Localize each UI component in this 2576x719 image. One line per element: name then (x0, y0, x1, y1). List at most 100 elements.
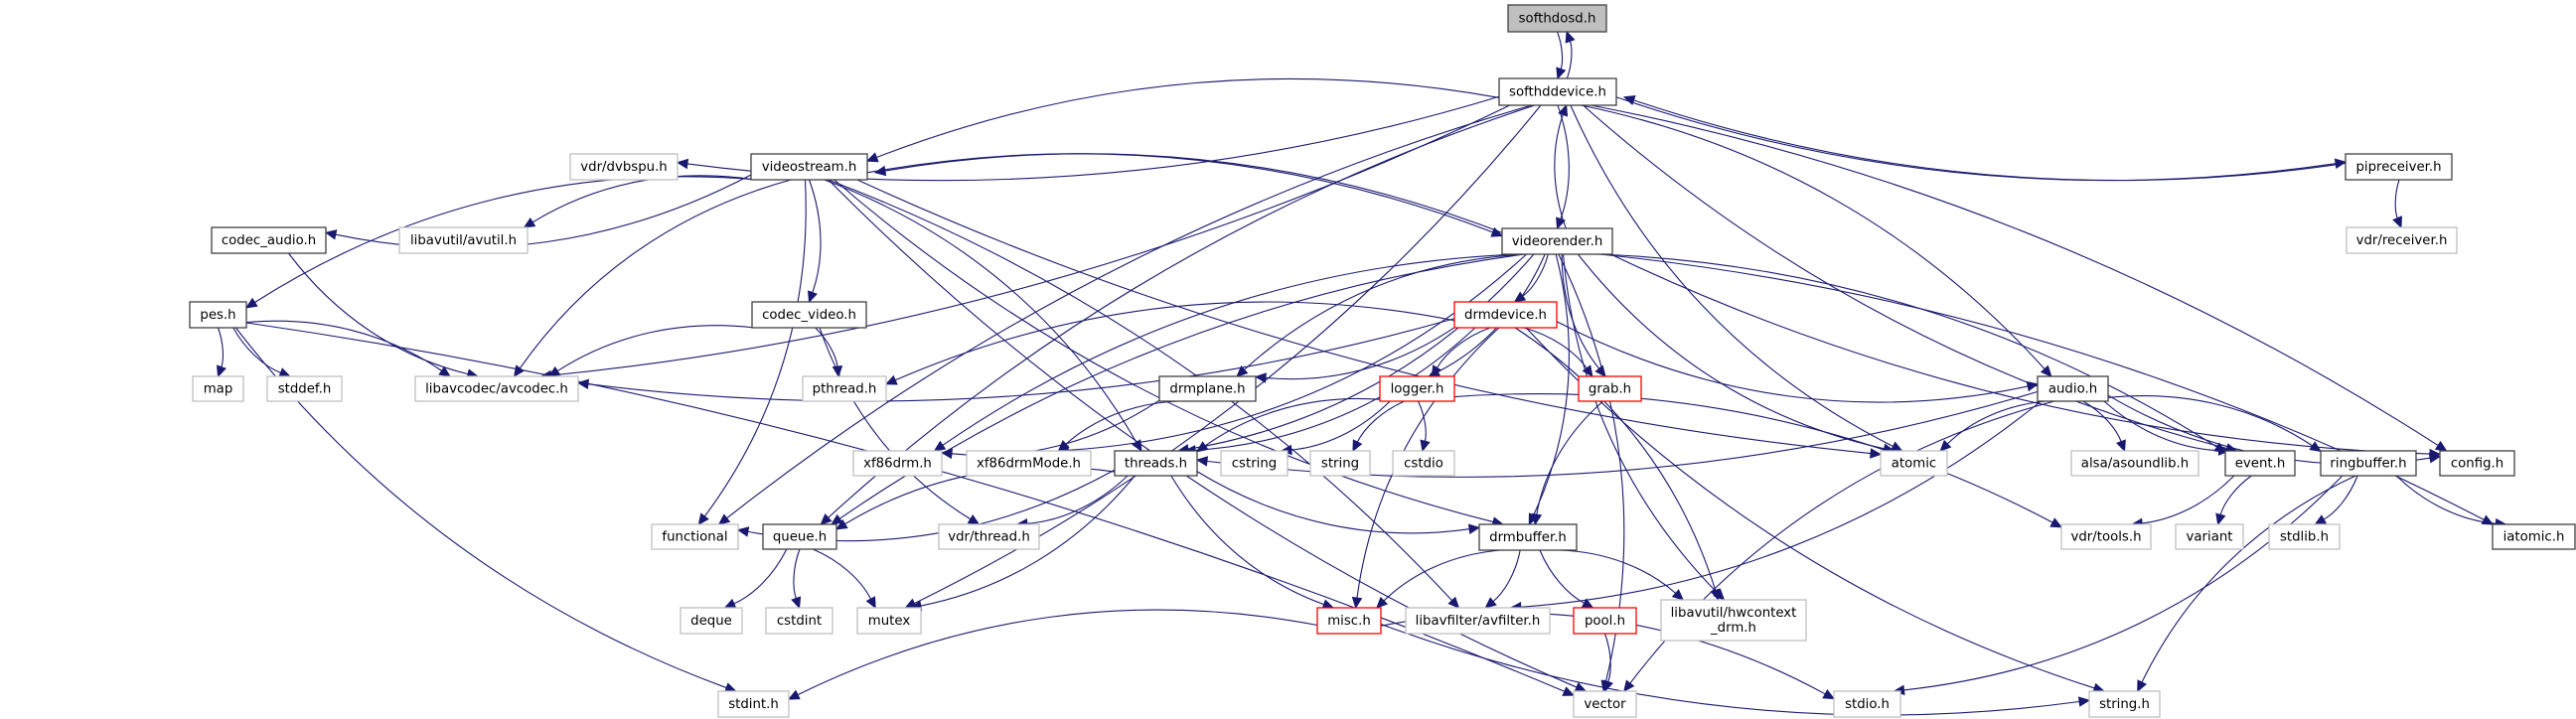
edge-videorender-to-xf86drm (933, 253, 1519, 452)
edge-line (1065, 400, 1178, 445)
edge-audio-to-atomic (1939, 400, 2046, 452)
node-label: grab.h (1589, 382, 1631, 397)
node-box (2346, 226, 2458, 254)
node-pes[interactable]: pes.h (189, 301, 247, 329)
edge-line (335, 174, 752, 249)
edge-videorender-to-drmplane (1236, 253, 1527, 377)
edge-line (1453, 393, 2053, 523)
edge-audio-to-ringbuffer (2107, 395, 2323, 453)
arrowhead-icon (576, 378, 590, 390)
node-label: codec_audio.h (222, 233, 316, 248)
edge-codec_video-to-avcodec (547, 325, 755, 377)
node-label: libavutil/hwcontext (1671, 606, 1797, 621)
node-box (2070, 450, 2199, 477)
node-box (762, 523, 837, 550)
node-xf86drm: xf86drm.h (852, 450, 943, 477)
node-label: functional (662, 530, 727, 545)
arrowhead-icon (791, 596, 802, 610)
node-box (2037, 375, 2109, 402)
node-audio[interactable]: audio.h (2037, 375, 2109, 402)
node-drmbuffer[interactable]: drmbuffer.h (1478, 523, 1578, 551)
node-threads[interactable]: threads.h (1114, 450, 1198, 477)
edge-line (1536, 400, 1603, 515)
node-box (751, 301, 867, 329)
node-codec-video[interactable]: codec_video.h (751, 301, 867, 329)
node-label: xf86drm.h (863, 457, 932, 472)
node-label: softhddevice.h (1509, 85, 1606, 100)
node-box (1392, 450, 1455, 477)
edge-line (1170, 475, 1324, 606)
arrowhead-icon (1710, 588, 1721, 602)
node-label: alsa/asoundlib.h (2081, 457, 2189, 472)
edge-videorender-to-softhddevice (1554, 103, 1569, 229)
node-drmdevice[interactable]: drmdevice.h (1453, 301, 1558, 329)
node-logger[interactable]: logger.h (1379, 375, 1455, 402)
edge-line (1633, 99, 2354, 182)
arrowhead-icon (967, 514, 981, 525)
node-asoundlib: alsa/asoundlib.h (2070, 450, 2199, 477)
node-videorender[interactable]: videorender.h (1501, 227, 1613, 255)
node-mutex: mutex (856, 607, 922, 635)
node-misc[interactable]: misc.h (1316, 607, 1382, 635)
edge-videostream-to-codec_audio (324, 174, 752, 249)
node-label: misc.h (1327, 614, 1371, 629)
node-box (1316, 607, 1382, 635)
arrowhead-icon (933, 440, 947, 452)
node-box (750, 153, 868, 181)
arrowhead-icon (1447, 596, 1460, 609)
node-label: event.h (2235, 457, 2286, 472)
node-label: vdr/dvbspu.h (580, 160, 667, 175)
edge-softhddevice-to-pipreceiver (1615, 96, 2348, 182)
node-box (651, 523, 739, 550)
edge-queue-to-mutex (813, 548, 876, 610)
node-box (266, 375, 343, 402)
node-softhddevice[interactable]: softhddevice.h (1498, 77, 1617, 106)
node-grab[interactable]: grab.h (1578, 375, 1642, 402)
edge-line (1265, 327, 1455, 380)
node-label: string (1321, 457, 1359, 472)
node-box (192, 375, 244, 402)
node-queue[interactable]: queue.h (762, 523, 837, 550)
edge-line (884, 153, 1511, 236)
node-box (569, 153, 679, 181)
edge-line (1581, 104, 2046, 369)
edge-line (2394, 179, 2400, 218)
arrowhead-icon (865, 596, 876, 610)
edge-codec_video-to-vdrthread (819, 327, 981, 525)
node-label: stdio.h (1845, 697, 1890, 712)
edge-line (1187, 253, 1535, 450)
arrowhead-icon (438, 365, 451, 377)
edge-line (828, 104, 1536, 518)
node-ringbuffer[interactable]: ringbuffer.h (2320, 450, 2417, 477)
edge-line (793, 548, 801, 599)
arrowhead-icon (523, 217, 536, 228)
node-pool[interactable]: pool.h (1573, 607, 1637, 635)
node-config[interactable]: config.h (2439, 450, 2515, 477)
edge-line (1533, 253, 1570, 516)
edge-drmdevice-to-pthread (884, 301, 1455, 385)
node-codec-audio[interactable]: codec_audio.h (211, 226, 327, 254)
node-box (211, 226, 327, 254)
edge-line (1946, 400, 2046, 445)
node-stringh: string.h (2088, 690, 2161, 718)
edge-line (1566, 41, 1573, 79)
node-label: deque (690, 614, 732, 629)
node-box (2224, 450, 2296, 477)
edge-line (1492, 549, 1521, 603)
node-event[interactable]: event.h (2224, 450, 2296, 477)
arrowhead-icon (2434, 440, 2448, 452)
edge-line (1068, 253, 1527, 451)
edge-grab-to-drmbuffer (1531, 400, 1603, 526)
nodes-layer: softhdosd.h softhddevice.h vdr/dvbspu.h vid… (189, 4, 2576, 718)
node-label: config.h (2451, 457, 2503, 472)
edge-audio-to-asoundlib (2082, 400, 2126, 453)
node-drmplane[interactable]: drmplane.h (1158, 375, 1257, 402)
arrowhead-icon (1196, 441, 1209, 453)
node-pipreceiver[interactable]: pipreceiver.h (2345, 153, 2453, 181)
node-cstdint: cstdint (765, 607, 833, 635)
edge-line (1560, 549, 1677, 594)
node-softhdosd[interactable]: softhdosd.h (1507, 4, 1607, 33)
node-videostream[interactable]: videostream.h (750, 153, 868, 181)
node-iatomic[interactable]: iatomic.h (2492, 523, 2576, 550)
